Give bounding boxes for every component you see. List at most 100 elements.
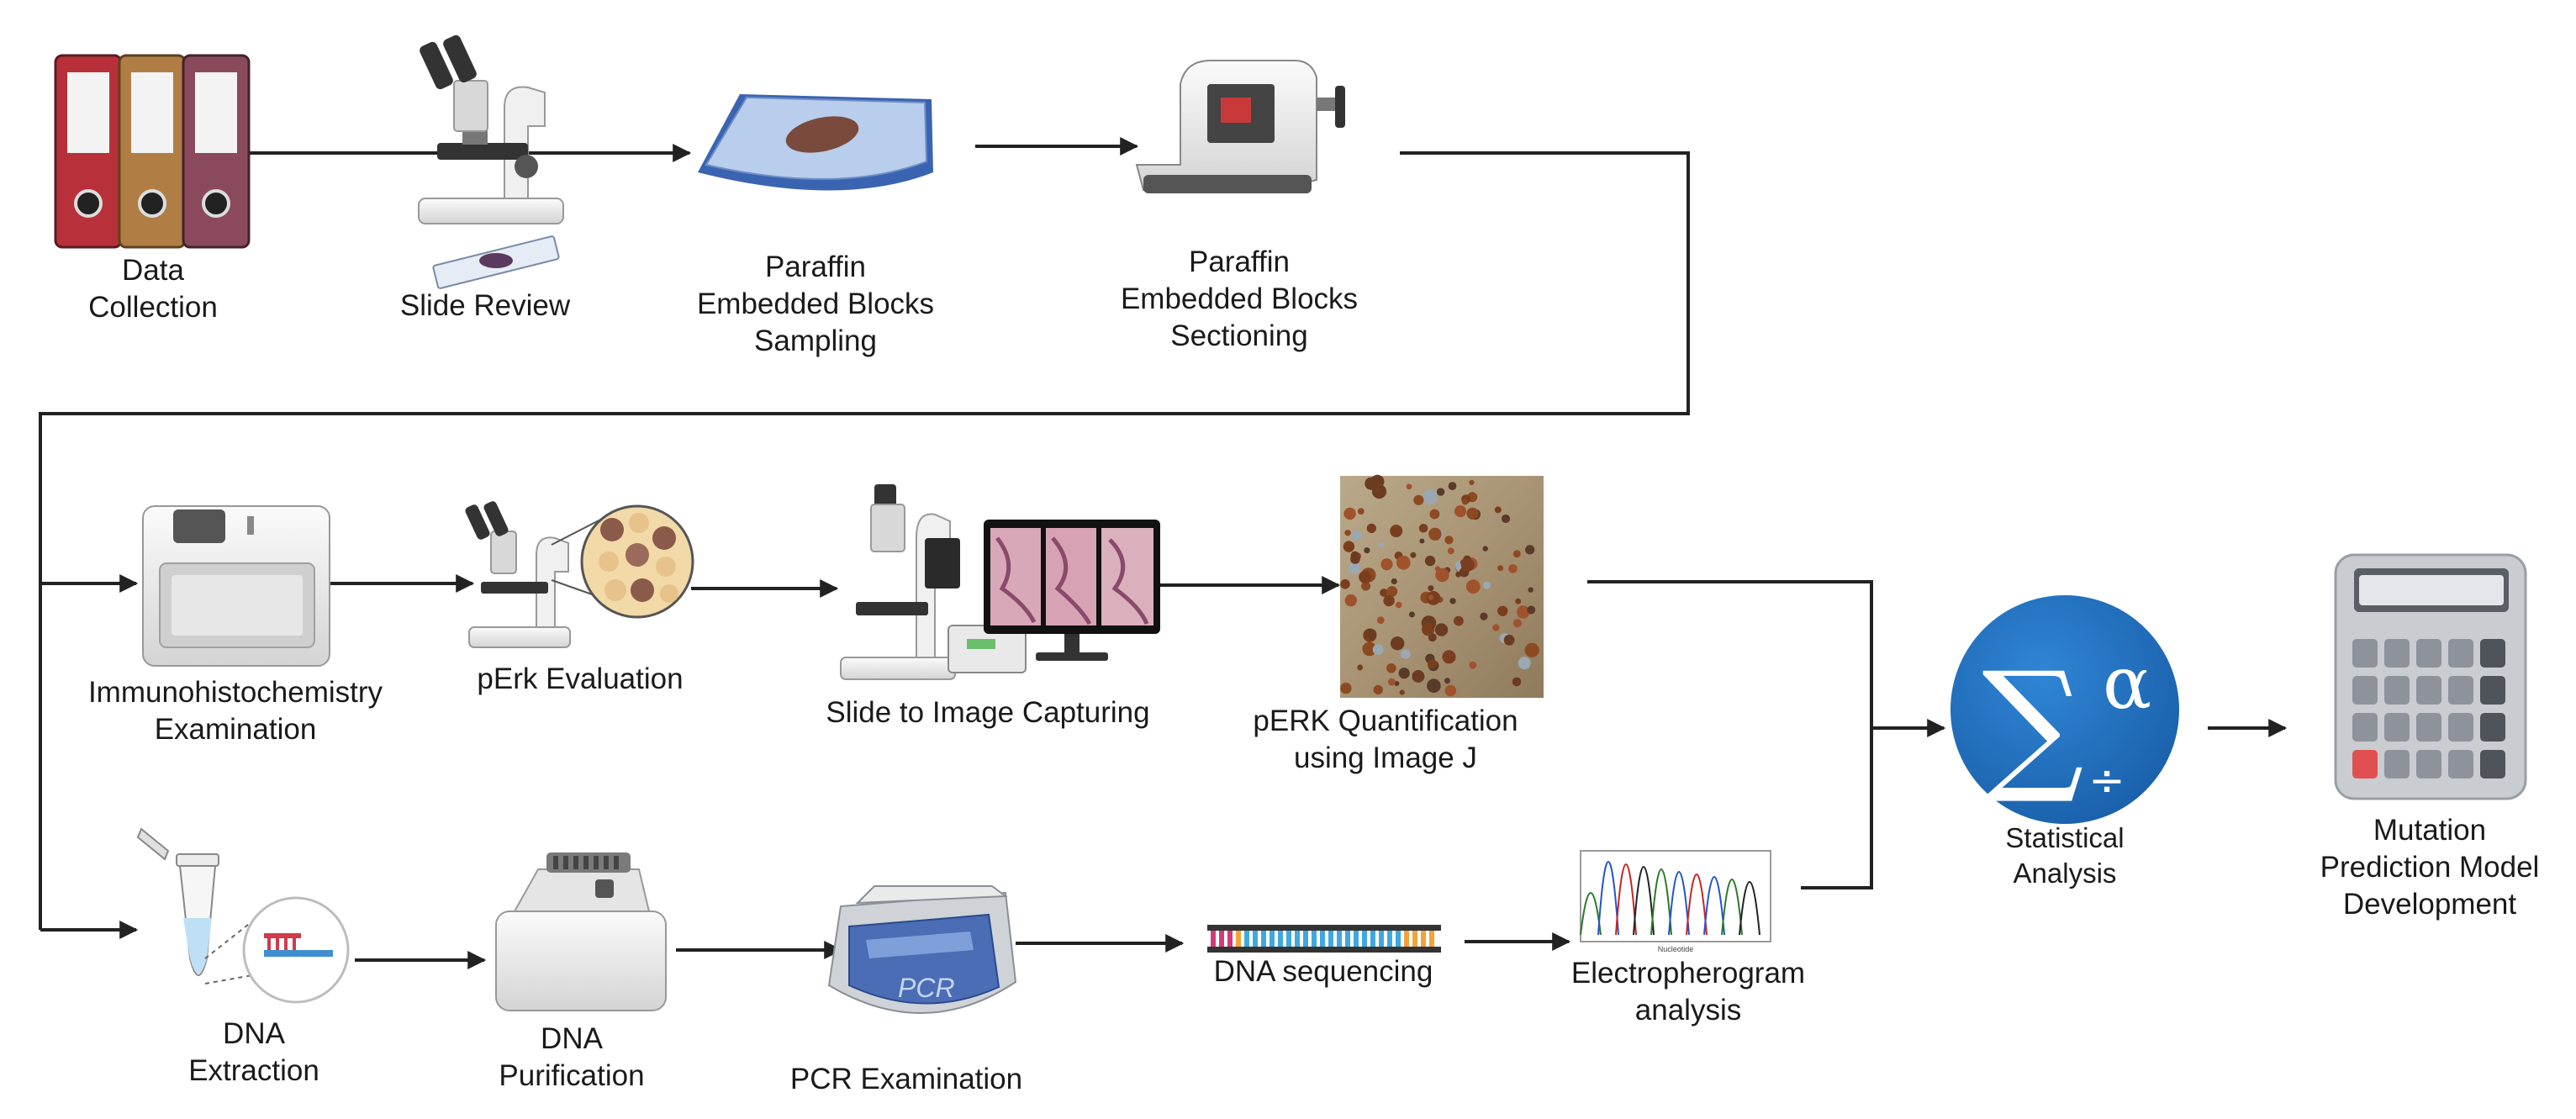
chromatogram-peak [1615,863,1637,936]
dna-base-pair [1404,931,1409,947]
tissue-cell [1528,587,1533,593]
tissue-cell [1426,591,1441,605]
tissue-cell [1444,536,1454,545]
calculator-key [2480,639,2505,668]
tissue-cell [1497,565,1504,572]
calculator-key [2416,713,2441,742]
calculator-key [2448,639,2473,668]
digital-microscope-monitor-icon [840,484,1160,680]
dna-base-pair [1253,931,1258,947]
connector-quant-and-electro [1587,580,1873,889]
connector-sectioning-to-lower-rows [39,151,1690,930]
tissue-cell [1503,634,1515,646]
tissue-cell [1419,538,1425,544]
tissue-cell [1348,562,1361,575]
calculator-key [2448,676,2473,705]
tissue-cell [1412,670,1425,683]
tissue-cell [1391,578,1397,585]
tissue-cell [1469,479,1475,486]
tissue-cell [1406,483,1412,490]
tissue-cell [1378,542,1385,548]
paraffin-block-icon [698,94,933,191]
tissue-cell [1343,507,1356,520]
dna-base-pair [1370,931,1375,947]
dna-base-pair [1244,931,1249,947]
calculator-key [2352,676,2378,705]
dna-base-pair [1429,931,1434,947]
dna-base-pair [1345,931,1350,947]
tissue-cell [1435,567,1449,583]
tissue-cell [1364,547,1370,554]
dna-base-pair [1286,931,1291,947]
tissue-cell [1408,611,1415,618]
microscope-magnifier-icon [465,501,694,648]
pcr-device-label: PCR [898,973,955,1003]
chromatogram-peak [1580,892,1602,936]
calculator-key [2384,676,2410,705]
tissue-cell [1383,594,1395,607]
calculator-key [2416,676,2441,705]
calculator-key [2352,713,2378,742]
divide-symbol: ÷ [2088,756,2125,806]
step-label-dna-sequencing: DNA sequencing [1213,955,1433,988]
dna-base-pair [1295,931,1300,947]
dna-base-pair [1320,931,1325,947]
tissue-cell [1512,677,1522,687]
dna-base-pair [1421,931,1426,947]
tissue-cell [1428,594,1433,600]
chromatogram-peak [1668,871,1690,936]
tissue-cell [1447,547,1454,555]
connectors [39,137,2288,969]
tissue-cell [1366,523,1377,534]
tissue-cell [1427,678,1441,693]
tissue-cell [1380,558,1393,571]
calculator-key [2384,713,2410,742]
sigma-symbol: ∑ [1982,641,2083,808]
tissue-cell [1376,616,1385,625]
tissue-cell [1492,624,1500,631]
calculator-icon [2334,553,2527,800]
tissue-cell [1410,552,1417,558]
tissue-cell [1444,684,1457,697]
tissue-cell [1351,530,1362,541]
tissue-cell [1394,681,1400,686]
tissue-cell [1483,581,1491,589]
pcr-machine-icon: PCR [827,885,1017,1014]
tube-icon [136,827,350,1004]
tissue-cell [1436,488,1445,496]
tissue-cell [1497,605,1508,616]
tissue-cell [1423,489,1438,504]
tissue-cell [1449,598,1456,604]
tissue-cell [1482,546,1488,552]
tissue-cell [1350,551,1359,560]
tissue-cell [1362,641,1377,657]
tissue-cell [1390,525,1403,538]
dna-base-pair [1278,931,1283,947]
chromatogram-peak [1703,876,1725,936]
dna-base-pair [1387,931,1392,947]
ihc-stainer-icon [142,505,330,667]
calculator-key [2416,639,2441,668]
chromatogram-peak [1739,881,1760,936]
tissue-cell [1462,499,1468,505]
tissue-cell [1515,598,1522,604]
calculator-key [2448,750,2473,779]
tissue-cell [1380,589,1388,597]
dna-base-pair [1328,931,1333,947]
tissue-cell [1340,682,1352,694]
tissue-cell [1427,659,1438,669]
dna-base-pair [1312,931,1317,947]
dna-base-pair [1236,931,1241,947]
dna-base-pair [1337,931,1342,947]
dna-base-pair [1227,931,1233,947]
tissue-cell [1524,642,1539,657]
tissue-cell [1465,579,1481,594]
tissue-cell [1395,601,1402,609]
